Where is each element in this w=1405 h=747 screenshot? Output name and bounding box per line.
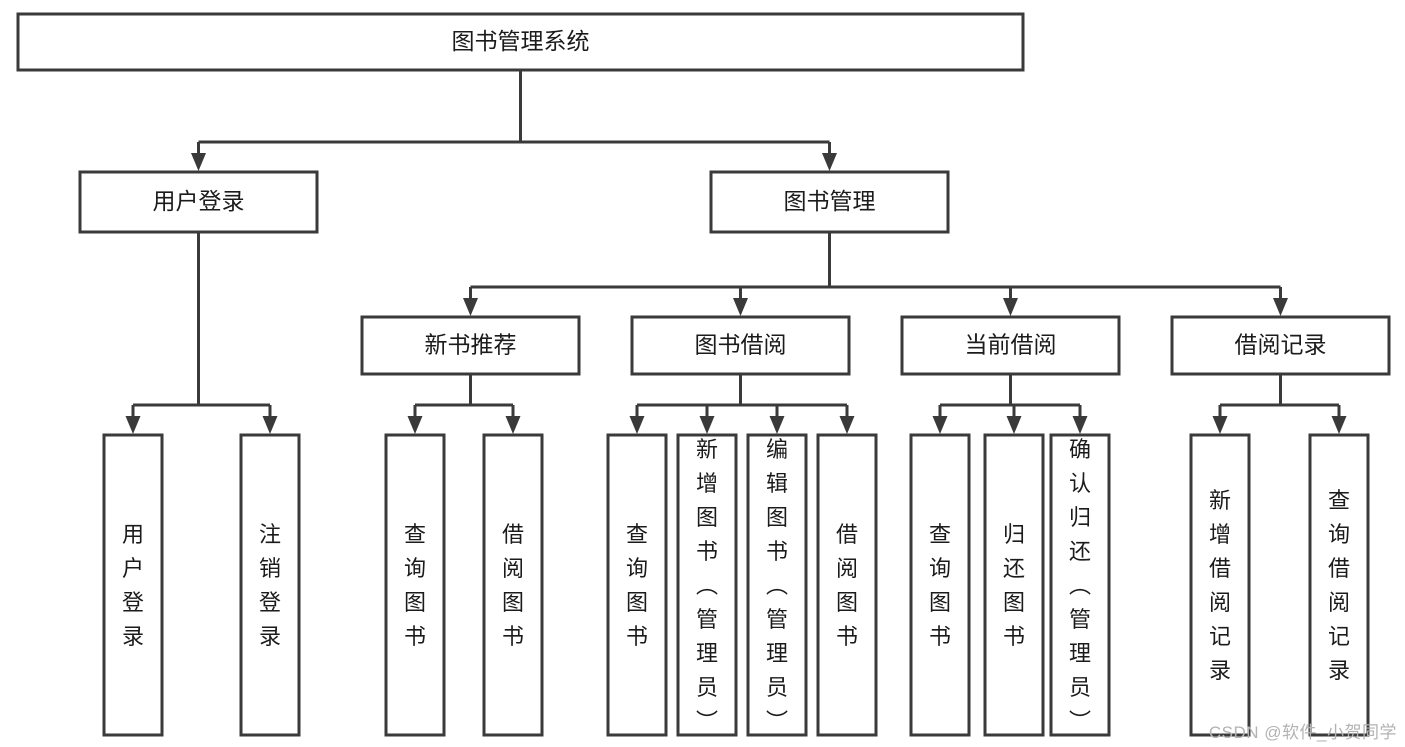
node-label: 新书推荐 xyxy=(425,332,517,358)
node-leaf-add-record[interactable]: 新增借阅记录 xyxy=(1189,433,1251,737)
node-leaf-borrow-book-1[interactable]: 借阅图书 xyxy=(482,433,544,737)
node-label: 图书管理系统 xyxy=(452,28,590,54)
node-leaf-return-book[interactable]: 归还图书 xyxy=(983,433,1045,737)
node-leaf-query-book-1[interactable]: 查询图书 xyxy=(384,433,446,737)
node-box xyxy=(1049,433,1111,737)
node-label: 查询图书 xyxy=(626,522,648,649)
node-box xyxy=(606,433,668,737)
node-box xyxy=(16,12,1025,72)
node-leaf-add-book[interactable]: 新增图书︵管理员︶ xyxy=(676,433,738,737)
node-label: 用户登录 xyxy=(122,522,144,649)
node-label: 查询图书 xyxy=(404,522,426,649)
node-root[interactable]: 图书管理系统 xyxy=(16,12,1025,72)
node-box xyxy=(1170,315,1391,376)
node-box xyxy=(102,433,164,737)
node-label: 注销登录 xyxy=(259,522,281,649)
node-current-borrow[interactable]: 当前借阅 xyxy=(900,315,1121,376)
connector-book-manage xyxy=(463,232,1288,316)
node-layer: 图书管理系统用户登录图书管理新书推荐图书借阅当前借阅借阅记录用户登录注销登录查询… xyxy=(16,12,1391,737)
connector-new-book-recommend xyxy=(407,374,521,434)
node-box xyxy=(78,170,319,234)
node-label: 图书管理 xyxy=(784,188,876,214)
node-leaf-edit-book[interactable]: 编辑图书︵管理员︶ xyxy=(746,433,808,737)
node-leaf-query-book-3[interactable]: 查询图书 xyxy=(909,433,971,737)
node-box xyxy=(482,433,544,737)
connector-user-login xyxy=(125,232,278,434)
node-leaf-confirm-return[interactable]: 确认归还︵管理员︶ xyxy=(1049,433,1111,737)
connector-borrow-record xyxy=(1212,374,1347,434)
connector-root xyxy=(191,70,837,171)
edge-layer xyxy=(125,70,1347,434)
node-box xyxy=(746,433,808,737)
node-leaf-logout[interactable]: 注销登录 xyxy=(239,433,301,737)
node-leaf-borrow-book-2[interactable]: 借阅图书 xyxy=(816,433,878,737)
node-box xyxy=(239,433,301,737)
node-box xyxy=(676,433,738,737)
node-box xyxy=(909,433,971,737)
node-leaf-query-book-2[interactable]: 查询图书 xyxy=(606,433,668,737)
node-label: 新增借阅记录 xyxy=(1209,488,1231,683)
node-label: 新增图书︵管理员︶ xyxy=(696,437,718,734)
node-label: 查询图书 xyxy=(929,522,951,649)
connector-current-borrow xyxy=(932,374,1088,434)
node-box xyxy=(1308,433,1370,737)
node-label: 图书借阅 xyxy=(695,332,787,358)
node-box xyxy=(384,433,446,737)
node-box xyxy=(1189,433,1251,737)
node-box xyxy=(900,315,1121,376)
node-new-book-recommend[interactable]: 新书推荐 xyxy=(360,315,581,376)
node-box xyxy=(630,315,851,376)
node-label: 编辑图书︵管理员︶ xyxy=(766,437,788,734)
node-book-borrow[interactable]: 图书借阅 xyxy=(630,315,851,376)
node-book-manage[interactable]: 图书管理 xyxy=(709,170,950,234)
node-label: 当前借阅 xyxy=(965,332,1057,358)
node-box xyxy=(360,315,581,376)
node-label: 借阅图书 xyxy=(502,522,524,649)
node-user-login[interactable]: 用户登录 xyxy=(78,170,319,234)
node-label: 借阅记录 xyxy=(1235,332,1327,358)
node-box xyxy=(816,433,878,737)
node-label: 用户登录 xyxy=(153,188,245,214)
connector-book-borrow xyxy=(629,374,855,434)
node-label: 确认归还︵管理员︶ xyxy=(1069,437,1091,734)
node-box xyxy=(709,170,950,234)
node-label: 查询借阅记录 xyxy=(1328,488,1350,683)
node-leaf-user-login[interactable]: 用户登录 xyxy=(102,433,164,737)
node-borrow-record[interactable]: 借阅记录 xyxy=(1170,315,1391,376)
node-label: 借阅图书 xyxy=(836,522,858,649)
node-leaf-query-record[interactable]: 查询借阅记录 xyxy=(1308,433,1370,737)
node-label: 归还图书 xyxy=(1003,522,1025,649)
node-box xyxy=(983,433,1045,737)
